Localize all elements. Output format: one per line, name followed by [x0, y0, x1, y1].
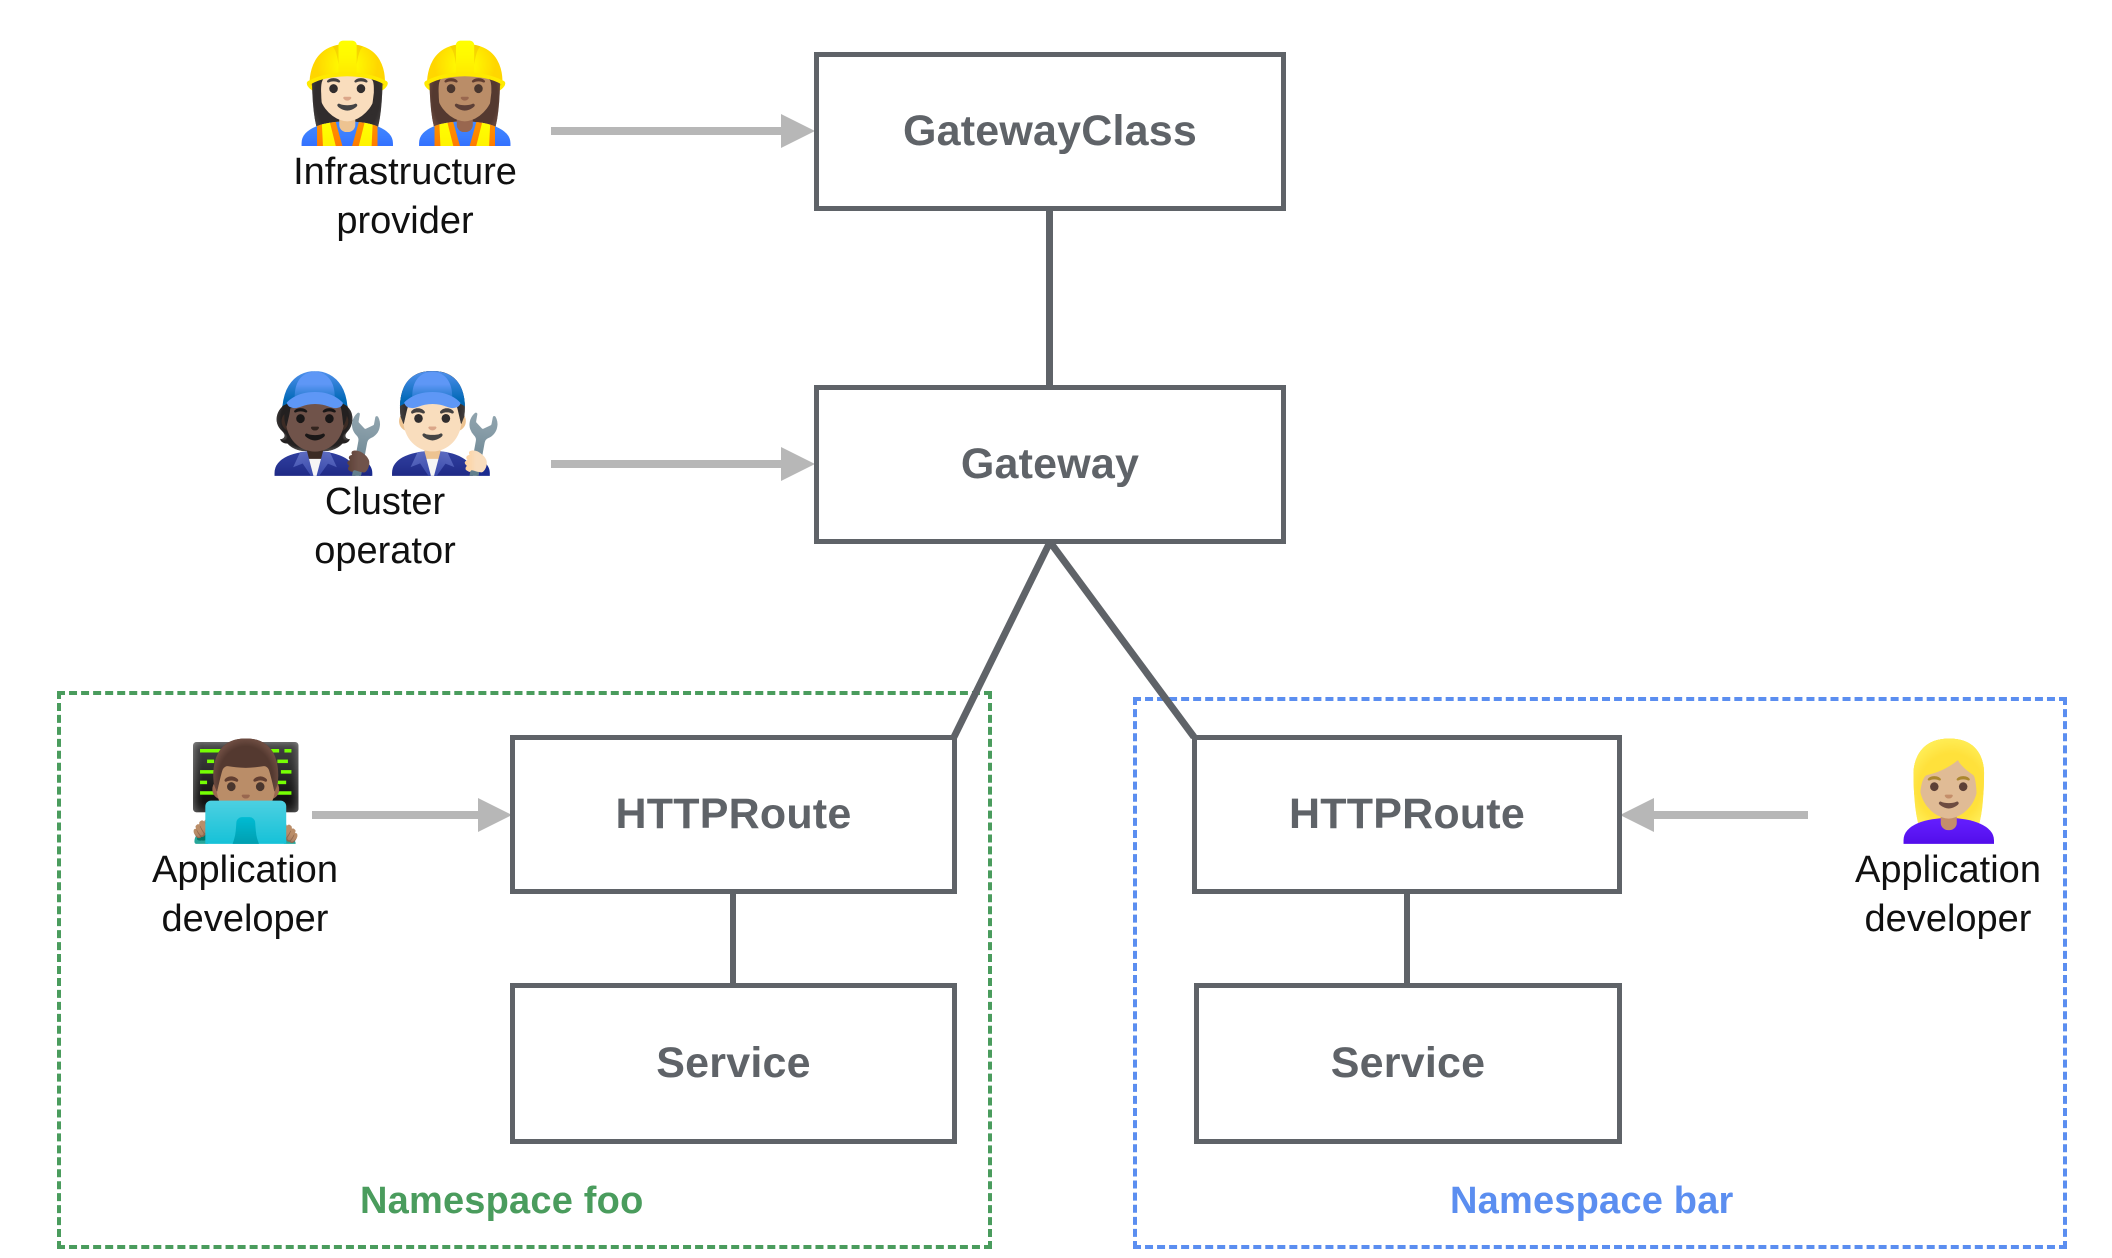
- connector-gatewayclass-gateway: [1046, 208, 1053, 388]
- construction-worker-icon: 👷🏻‍♀️👷🏽‍♀️: [287, 40, 524, 147]
- arrow-shaft: [551, 127, 787, 135]
- namespace-foo-label: Namespace foo: [360, 1180, 644, 1222]
- arrow-infrastructure-provider-to-gatewayclass: [551, 114, 815, 148]
- technologist-icon: 👱🏼‍♀️: [1889, 738, 2009, 845]
- httproute-foo-box[interactable]: HTTPRoute: [510, 735, 957, 894]
- actor-cluster-operator-label-line2: operator: [314, 529, 456, 572]
- namespace-bar-container: [1133, 697, 2067, 1249]
- actor-application-developer-foo: 👨🏽‍💻 Application developer: [95, 740, 395, 941]
- arrow-application-developer-to-httproute-bar: [1620, 798, 1808, 832]
- service-foo-box[interactable]: Service: [510, 983, 957, 1144]
- actor-cluster-operator: 🧑🏿‍🔧👨🏻‍🔧 Cluster operator: [210, 372, 560, 573]
- httproute-bar-box[interactable]: HTTPRoute: [1192, 735, 1622, 894]
- connector-httproute-service-foo: [730, 891, 736, 985]
- namespace-foo-container: [57, 691, 992, 1249]
- service-foo-label: Service: [656, 1039, 811, 1087]
- arrow-head-left-icon: [1620, 798, 1654, 832]
- arrow-cluster-operator-to-gateway: [551, 447, 815, 481]
- arrow-head-right-icon: [781, 114, 815, 148]
- httproute-foo-label: HTTPRoute: [615, 790, 852, 838]
- arrow-shaft: [1648, 811, 1808, 819]
- connector-httproute-service-bar: [1404, 891, 1410, 985]
- httproute-bar-label: HTTPRoute: [1289, 790, 1525, 838]
- arrow-head-right-icon: [781, 447, 815, 481]
- technologist-icon: 👨🏽‍💻: [186, 738, 306, 845]
- actor-infrastructure-provider-label-line1: Infrastructure: [293, 150, 517, 193]
- actor-application-developer-bar-label-line2: developer: [1864, 897, 2032, 940]
- actor-application-developer-foo-label-line1: Application: [152, 848, 338, 891]
- actor-application-developer-foo-label-line2: developer: [161, 897, 329, 940]
- mechanic-icon: 🧑🏿‍🔧👨🏻‍🔧: [267, 370, 504, 477]
- gatewayclass-box[interactable]: GatewayClass: [814, 52, 1286, 211]
- namespace-bar-label: Namespace bar: [1450, 1180, 1734, 1222]
- arrow-application-developer-to-httproute-foo: [312, 798, 512, 832]
- arrow-shaft: [551, 460, 787, 468]
- actor-infrastructure-provider: 👷🏻‍♀️👷🏽‍♀️ Infrastructure provider: [230, 42, 580, 243]
- actor-application-developer-bar: 👱🏼‍♀️ Application developer: [1798, 740, 2098, 941]
- service-bar-label: Service: [1330, 1039, 1486, 1087]
- service-bar-box[interactable]: Service: [1194, 983, 1622, 1144]
- gateway-box[interactable]: Gateway: [814, 385, 1286, 544]
- gateway-label: Gateway: [960, 440, 1140, 488]
- arrow-shaft: [312, 811, 484, 819]
- actor-application-developer-bar-label-line1: Application: [1855, 848, 2041, 891]
- actor-cluster-operator-label-line1: Cluster: [324, 480, 446, 523]
- gatewayclass-label: GatewayClass: [902, 107, 1197, 155]
- arrow-head-right-icon: [478, 798, 512, 832]
- actor-infrastructure-provider-label-line2: provider: [336, 199, 474, 242]
